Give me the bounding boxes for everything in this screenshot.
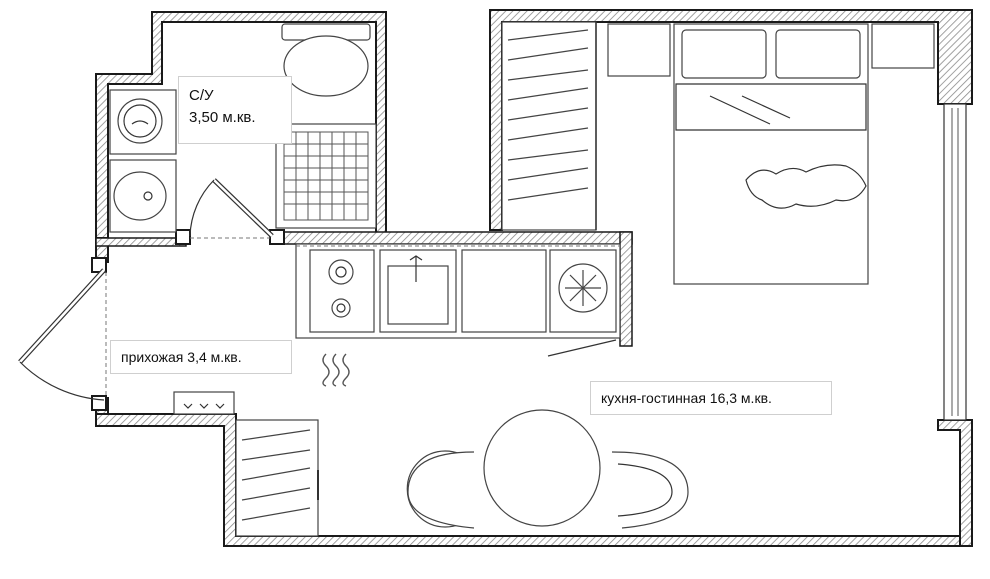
entry-door <box>18 268 107 401</box>
bathroom-label: С/У 3,50 м.кв. <box>178 76 292 144</box>
jamb-entry-top <box>91 257 107 273</box>
kitchen-sink <box>379 249 457 333</box>
fridge <box>547 249 617 357</box>
bathroom-door <box>189 178 274 239</box>
dining-chair-left <box>406 450 475 529</box>
nightstands <box>607 23 935 77</box>
bed <box>673 23 869 285</box>
shower-tray <box>275 123 377 229</box>
living-wall-top <box>489 9 973 231</box>
cooktop <box>309 249 375 333</box>
toilet <box>281 23 371 97</box>
window <box>943 103 967 421</box>
jamb-entry-bottom <box>91 395 107 411</box>
dishwasher <box>461 249 547 333</box>
washing-machine <box>109 89 177 155</box>
jamb-bath-right <box>269 229 285 245</box>
hallway-label: прихожая 3,4 м.кв. <box>110 340 292 374</box>
shoe-rack <box>173 391 235 415</box>
wardrobe-living <box>235 419 319 537</box>
bathroom-name: С/У <box>189 87 214 104</box>
dining-chair-right <box>611 451 689 529</box>
wardrobe-bedroom <box>501 21 597 231</box>
living-wall-right <box>937 419 973 547</box>
dining-table <box>483 409 601 527</box>
living-kitchen-label: кухня-гостинная 16,3 м.кв. <box>590 381 832 415</box>
partition-kitchen <box>619 231 633 347</box>
bathroom-area: 3,50 м.кв. <box>189 109 256 126</box>
washbasin <box>109 159 177 233</box>
heat-waves <box>322 353 350 387</box>
jamb-bath-left <box>175 229 191 245</box>
